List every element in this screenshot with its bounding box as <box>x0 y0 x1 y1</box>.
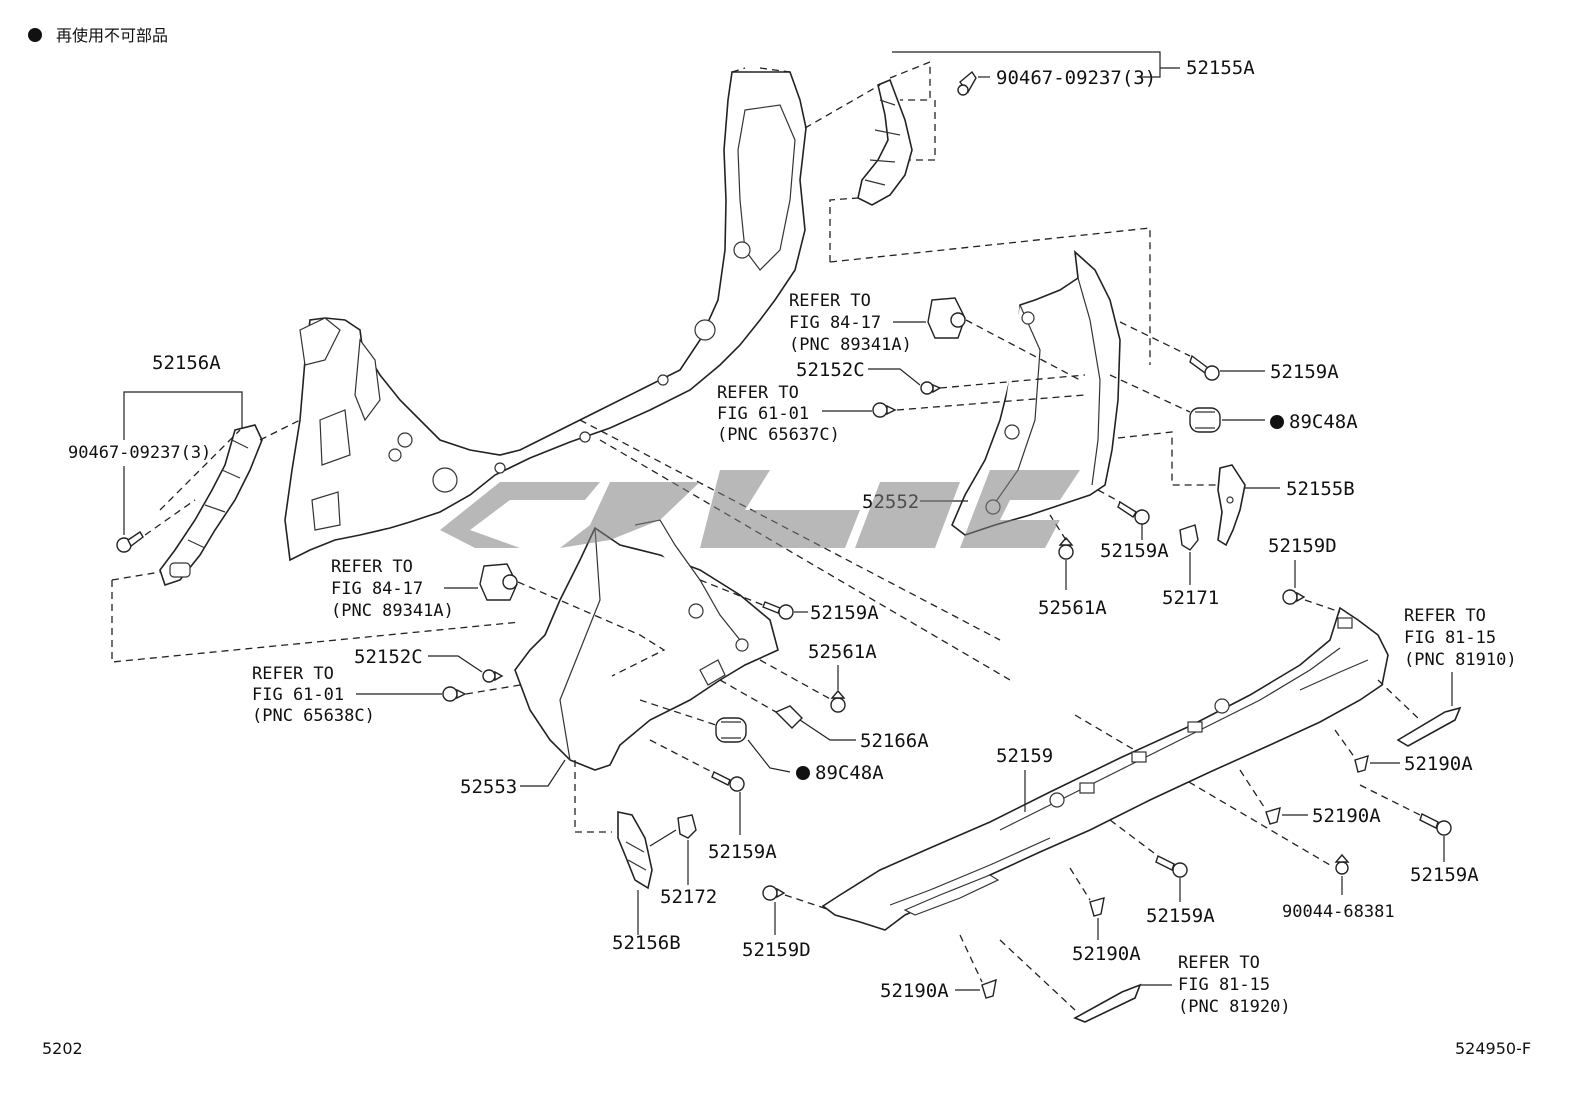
ref6-line3: (PNC 81920) <box>1178 997 1291 1017</box>
ref3-line3: (PNC 89341A) <box>331 601 454 621</box>
screw-52159a-right-2 <box>1117 500 1150 525</box>
label-52156b: 52156B <box>612 932 681 954</box>
ref3-line2: FIG 84-17 <box>331 579 423 599</box>
label-52166a: 52166A <box>860 730 929 752</box>
screw-90467-left <box>116 531 144 553</box>
clip-52152c-left <box>482 669 504 683</box>
clip-52190a-4 <box>981 978 997 999</box>
non-reusable-89c48a-1-icon <box>1270 415 1284 429</box>
bracket-52156a <box>159 424 263 587</box>
grommet-89c48a-left <box>715 717 747 743</box>
label-90467-09237-left: 90467-09237(3) <box>68 443 211 463</box>
sensor-89341a-right <box>927 297 966 339</box>
clip-65637c <box>872 402 897 418</box>
ref6-line1: REFER TO <box>1178 953 1260 973</box>
clip-52561a-right <box>1058 536 1074 560</box>
bracket-52156b <box>617 811 653 890</box>
label-90467-09237-top: 90467-09237(3) <box>996 67 1156 89</box>
label-52190a-1: 52190A <box>1404 753 1473 775</box>
ref6-line2: FIG 81-15 <box>1178 975 1270 995</box>
ref2-line3: (PNC 65637C) <box>717 425 840 445</box>
screw-52159a-bumper-2 <box>1155 855 1188 878</box>
label-52159a-2: 52159A <box>1100 540 1169 562</box>
clip-52152c-right <box>920 381 942 395</box>
label-52190a-4: 52190A <box>880 980 949 1002</box>
label-52152c-left: 52152C <box>354 646 423 668</box>
ref2-line2: FIG 61-01 <box>717 404 809 424</box>
label-52159: 52159 <box>996 745 1053 767</box>
legend-text: 再使用不可部品 <box>56 26 168 45</box>
ref4-line3: (PNC 65638C) <box>252 706 375 726</box>
ref1-line3: (PNC 89341A) <box>789 335 912 355</box>
ref3-line1: REFER TO <box>331 557 413 577</box>
label-52561a-2: 52561A <box>808 641 877 663</box>
label-52561a-1: 52561A <box>1038 597 1107 619</box>
label-89c48a-2: 89C48A <box>815 762 884 784</box>
ref4-line2: FIG 61-01 <box>252 685 344 705</box>
label-52155b: 52155B <box>1286 478 1355 500</box>
watermark-logo <box>440 470 1080 548</box>
ref5-line3: (PNC 81910) <box>1404 650 1517 670</box>
screw-52159a-bumper-1 <box>1419 813 1452 836</box>
screw-52159a-left-1 <box>762 601 794 620</box>
cap-52166a <box>774 705 803 729</box>
garnish-81910 <box>1396 706 1462 747</box>
screw-90467-top <box>957 70 977 96</box>
label-52159a-6: 52159A <box>1410 864 1479 886</box>
label-52190a-3: 52190A <box>1072 943 1141 965</box>
label-52159d-1: 52159D <box>1268 535 1337 557</box>
footer-illustration-code: 524950-F <box>1455 1039 1531 1058</box>
non-reusable-89c48a-2-icon <box>796 766 810 780</box>
screw-52159a-right-1 <box>1189 354 1220 381</box>
label-52553: 52553 <box>460 776 517 798</box>
label-52155a: 52155A <box>1186 57 1255 79</box>
ref5-line1: REFER TO <box>1404 606 1486 626</box>
ref4-line1: REFER TO <box>252 664 334 684</box>
label-52159a-3: 52159A <box>810 602 879 624</box>
ref1-line2: FIG 84-17 <box>789 313 881 333</box>
clip-52190a-2 <box>1265 807 1281 825</box>
screw-52159a-left-2 <box>711 771 745 792</box>
label-52159d-2: 52159D <box>742 939 811 961</box>
ref1-line1: REFER TO <box>789 291 871 311</box>
sensor-89341a-left <box>479 563 518 601</box>
label-52190a-2: 52190A <box>1312 805 1381 827</box>
clip-52159d-right <box>1282 589 1306 605</box>
clip-52190a-3 <box>1089 897 1105 917</box>
label-52171: 52171 <box>1162 587 1219 609</box>
label-90044-68381: 90044-68381 <box>1282 902 1395 922</box>
label-52156a: 52156A <box>152 352 221 374</box>
clip-52172 <box>677 814 697 839</box>
ref5-line2: FIG 81-15 <box>1404 628 1496 648</box>
ref2-line1: REFER TO <box>717 383 799 403</box>
bracket-52155a <box>857 78 913 206</box>
label-52159a-4: 52159A <box>708 841 777 863</box>
clip-52159d-left <box>762 885 786 901</box>
body-side-panel <box>284 67 807 562</box>
label-52152c-right: 52152C <box>796 359 865 381</box>
label-89c48a-1: 89C48A <box>1289 411 1358 433</box>
clip-65638c <box>442 686 467 702</box>
label-52159a-1: 52159A <box>1270 361 1339 383</box>
footer-page-code: 5202 <box>42 1039 83 1058</box>
bumper-lower-52159 <box>821 606 1389 931</box>
label-52159a-5: 52159A <box>1146 905 1215 927</box>
garnish-81920 <box>1073 983 1142 1023</box>
grommet-89c48a-right <box>1189 407 1221 433</box>
clip-52171 <box>1179 524 1199 551</box>
clip-90044-68381 <box>1334 853 1350 875</box>
non-reusable-bullet-icon <box>28 28 42 42</box>
clip-52190a-1 <box>1354 754 1369 773</box>
clip-52561a-left <box>830 689 846 713</box>
label-52172: 52172 <box>660 886 717 908</box>
bracket-52155b <box>1217 464 1246 547</box>
